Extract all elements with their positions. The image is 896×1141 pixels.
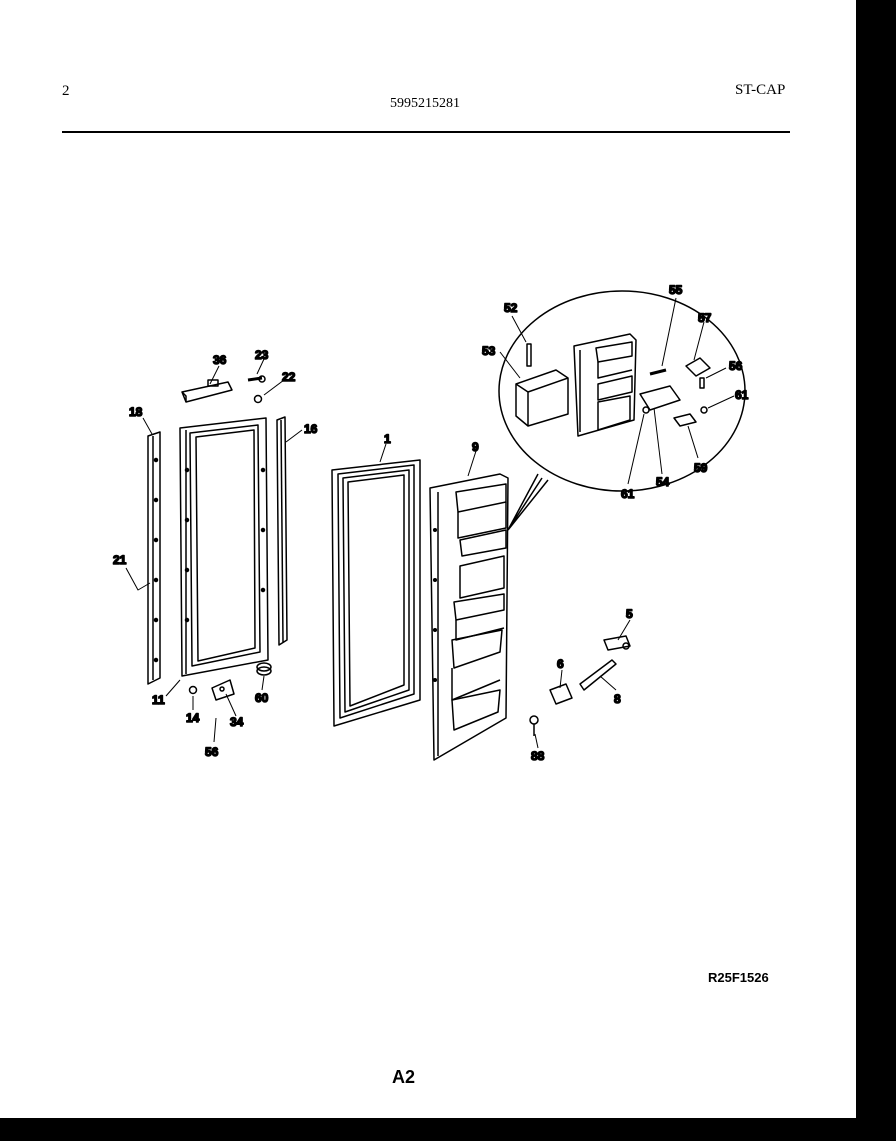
callout-54: 54 [656, 475, 670, 489]
callout-53: 53 [482, 344, 496, 358]
callout-8: 8 [614, 692, 621, 706]
callout-18: 18 [129, 405, 143, 419]
callout-21: 21 [113, 553, 127, 567]
callout-52: 52 [504, 301, 518, 315]
callout-56-upper: 56 [729, 359, 743, 373]
detail-circle [498, 290, 746, 531]
callout-36: 36 [213, 353, 227, 367]
callout-14: 14 [186, 711, 200, 725]
callout-5: 5 [626, 607, 633, 621]
callout-56-lower: 56 [205, 745, 219, 759]
diagram-sheet: 2 5995215281 ST-CAP [0, 0, 856, 1118]
callout-61-left: 61 [621, 487, 635, 501]
exploded-parts-diagram: 18 21 11 14 36 23 22 16 1 9 34 60 56 52 … [112, 282, 749, 764]
leader-lines [125, 297, 735, 749]
callout-9: 9 [472, 440, 479, 454]
bracket-6 [549, 683, 573, 705]
nut-14 [188, 685, 198, 695]
callout-88: 88 [531, 749, 545, 763]
bushing-60 [256, 662, 272, 676]
callout-23: 23 [255, 348, 269, 362]
callout-11: 11 [152, 693, 165, 707]
callout-55: 55 [669, 283, 683, 297]
header-rule [62, 131, 790, 133]
insulation-block-53 [515, 369, 569, 427]
screw-88 [529, 715, 539, 736]
handle-strip-8 [579, 659, 617, 691]
callout-1: 1 [384, 432, 391, 446]
callout-22: 22 [282, 370, 296, 384]
hinge-5 [603, 635, 631, 651]
screw-23 [247, 375, 266, 383]
hinge-bracket-34 [211, 679, 235, 701]
door-liner [429, 473, 509, 761]
page-number: 2 [62, 83, 70, 99]
door-gasket [331, 459, 421, 727]
callout-59: 59 [694, 461, 708, 475]
door-strip-left [147, 431, 161, 685]
model-code: ST-CAP [735, 82, 786, 98]
door-frame [179, 417, 269, 677]
top-hinge-bracket [181, 379, 233, 403]
screw-22 [253, 394, 263, 404]
callout-6: 6 [557, 657, 564, 671]
detail-liner-section [573, 333, 637, 437]
callout-60: 60 [255, 691, 269, 705]
door-strip-right [276, 416, 288, 646]
page-code: A2 [392, 1067, 416, 1087]
callout-57: 57 [698, 311, 712, 325]
drawing-reference: R25F1526 [708, 970, 769, 985]
callout-16: 16 [304, 422, 318, 436]
callout-61-right: 61 [735, 388, 749, 402]
part-number: 5995215281 [390, 96, 460, 111]
pin-52 [526, 343, 532, 367]
detail-parts-right [639, 357, 711, 427]
callout-34: 34 [230, 715, 244, 729]
